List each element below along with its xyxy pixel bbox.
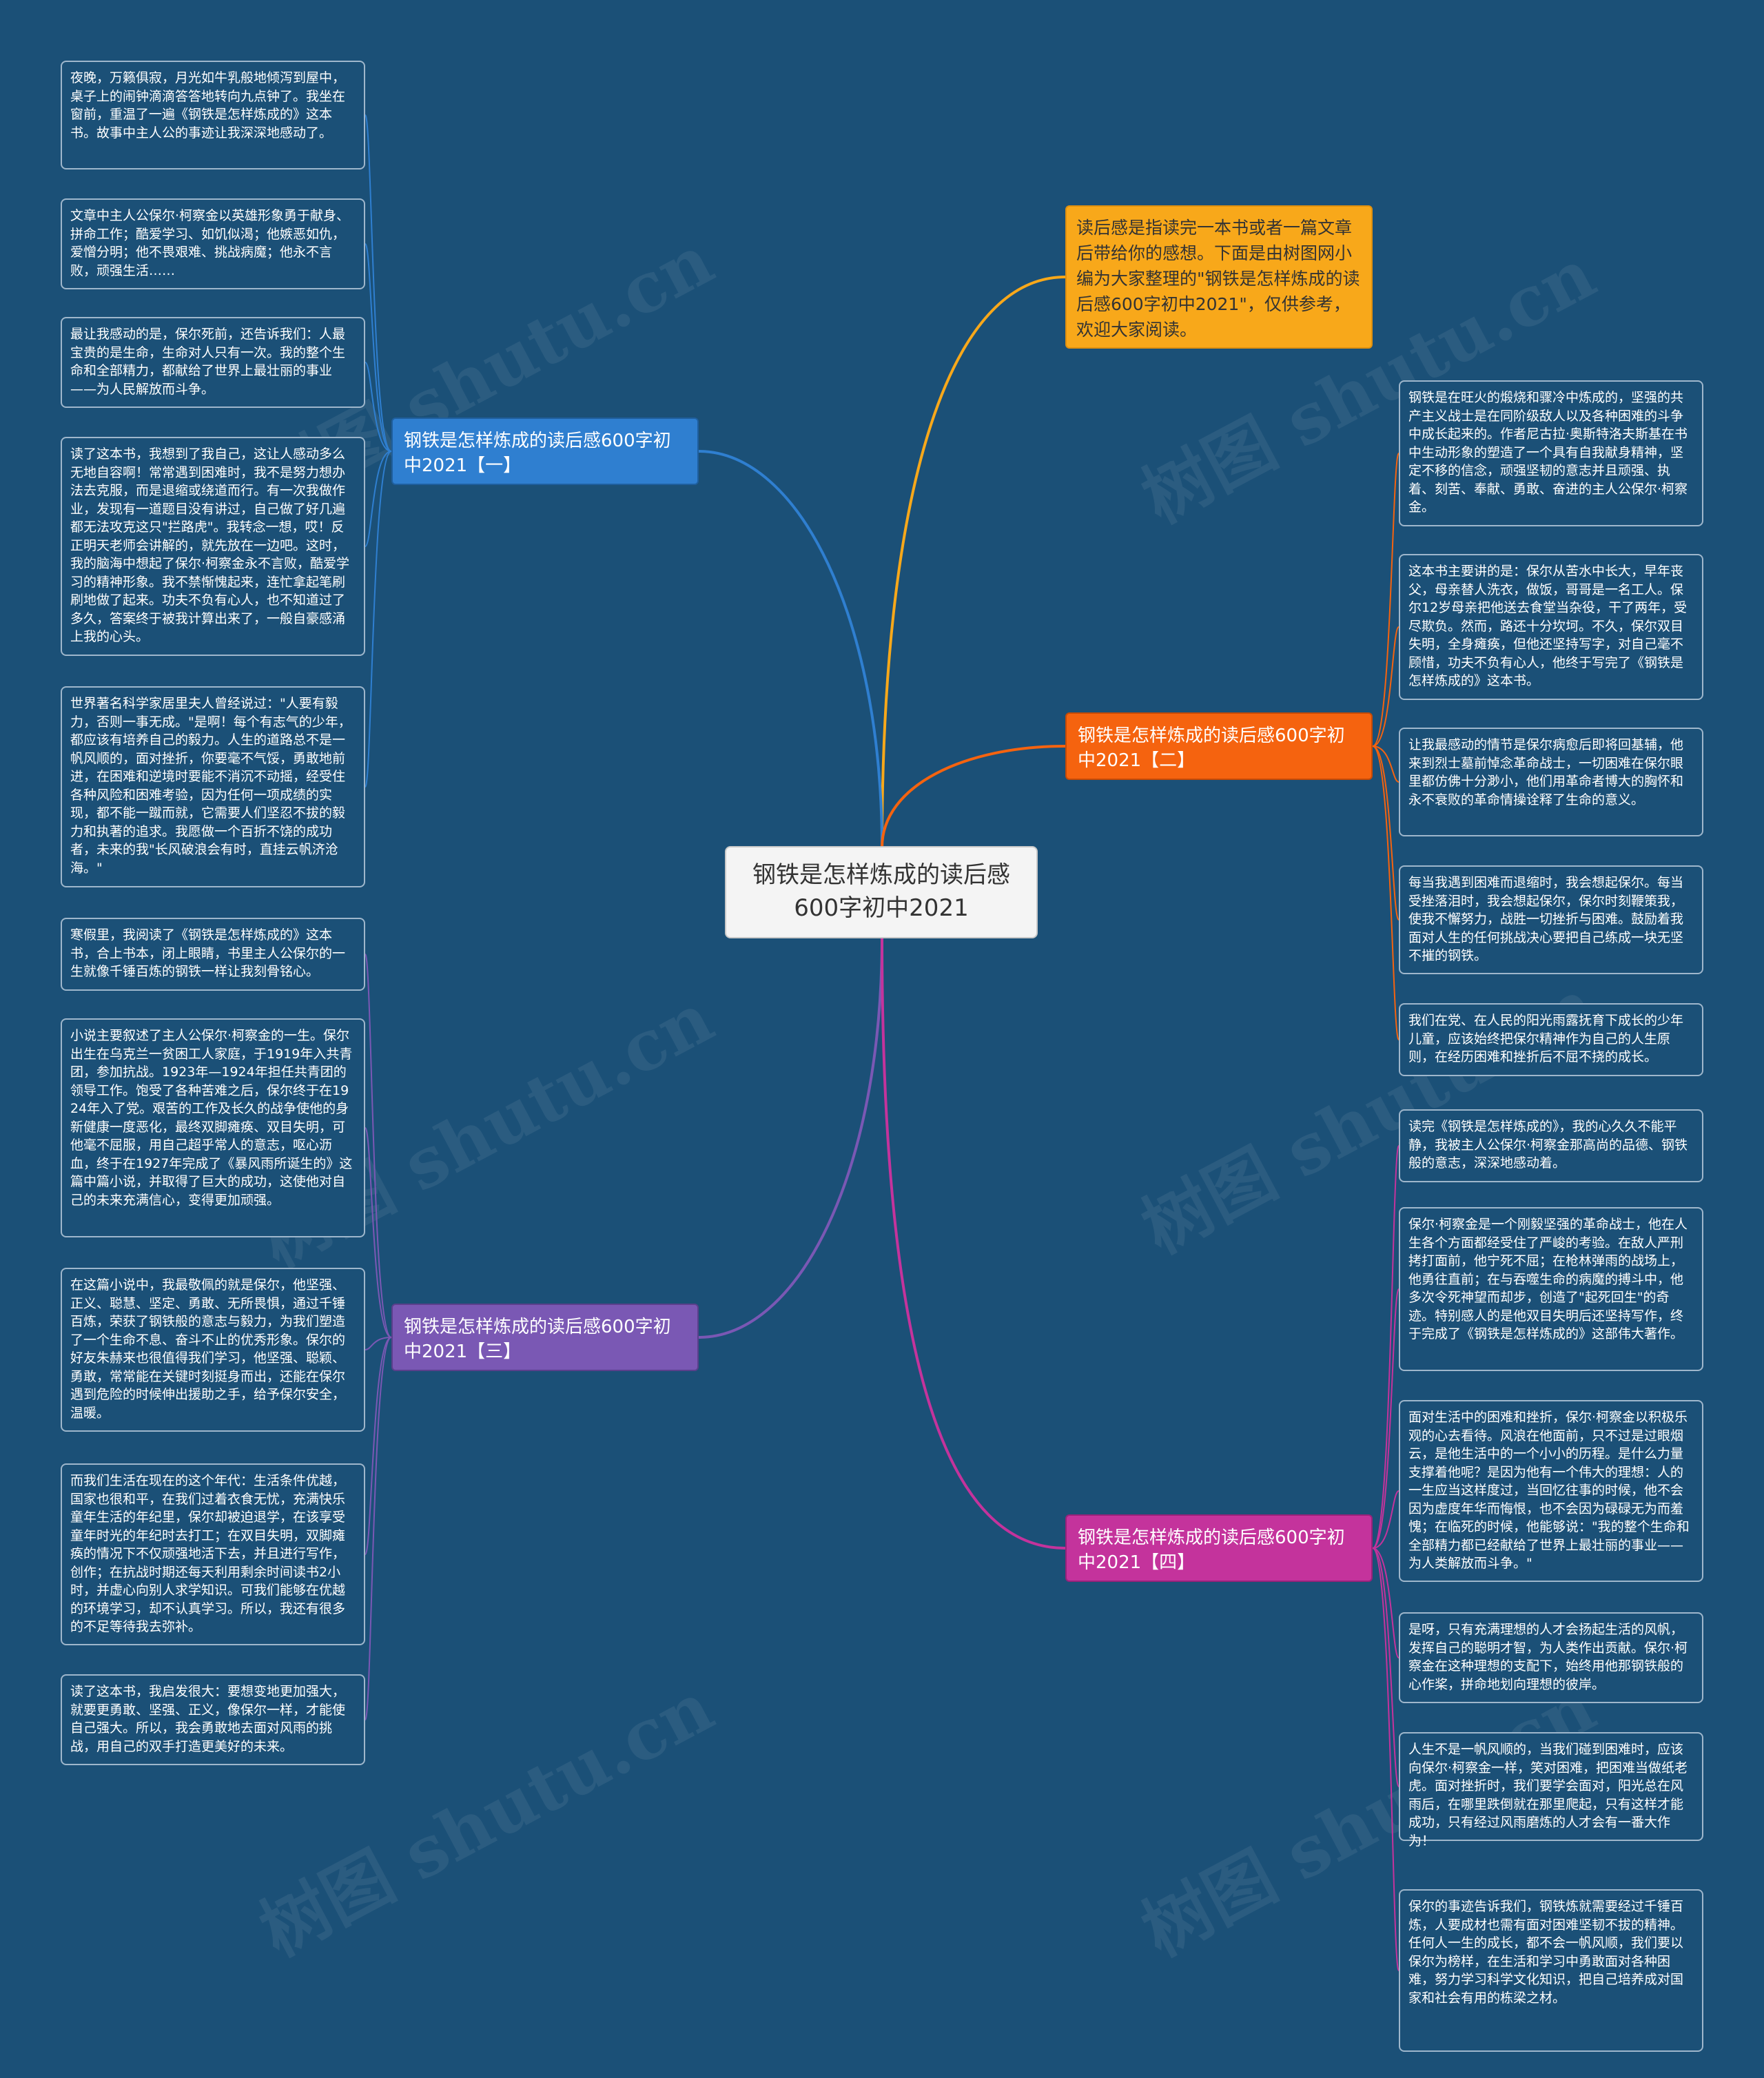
branch-1-topic[interactable]: 钢铁是怎样炼成的读后感600字初中2021【一】 [391, 418, 699, 485]
connector-branch-1-leaf-5 [365, 451, 392, 788]
branch-2-leaf-4[interactable]: 每当我遇到困难而退缩时，我会想起保尔。每当受挫落泪时，我会想起保尔，保尔时刻鞭策… [1399, 865, 1703, 974]
branch-1-leaf-1[interactable]: 夜晚，万籁俱寂，月光如牛乳般地倾泻到屋中，桌子上的闹钟滴滴答答地转向九点钟了。我… [61, 61, 365, 169]
branch-2-leaf-1[interactable]: 钢铁是在旺火的煅烧和骤冷中炼成的，坚强的共产主义战士是在同阶级敌人以及各种困难的… [1399, 380, 1703, 526]
leaf-text: 而我们生活在现在的这个年代：生活条件优越，国家也很和平，在我们过着衣食无忧，充满… [70, 1473, 346, 1634]
leaf-text: 世界著名科学家居里夫人曾经说过："人要有毅力，否则一事无成。"是啊！每个有志气的… [70, 696, 351, 876]
connector-branch-3-leaf-2 [365, 1127, 392, 1338]
connector-branch-1-leaf-4 [365, 451, 392, 547]
branch-3-topic[interactable]: 钢铁是怎样炼成的读后感600字初中2021【三】 [391, 1304, 699, 1371]
branch-4-leaf-5[interactable]: 人生不是一帆风顺的，当我们碰到困难时，应该向保尔·柯察金一样，笑对困难，把困难当… [1399, 1732, 1703, 1849]
branch-4-leaf-3[interactable]: 面对生活中的困难和挫折，保尔·柯察金以积极乐观的心去看待。风浪在他面前，只不过是… [1399, 1400, 1703, 1582]
leaf-text: 保尔·柯察金是一个刚毅坚强的革命战士，他在人生各个方面都经受住了严峻的考验。在敌… [1408, 1217, 1688, 1341]
intro-text: 读后感是指读完一本书或者一篇文章后带给你的感想。下面是由树图网小编为大家整理的"… [1076, 218, 1360, 340]
leaf-text: 读了这本书，我想到了我自己，这让人感动多么无地自容啊！常常遇到困难时，我不是努力… [70, 446, 350, 644]
branch-4-topic[interactable]: 钢铁是怎样炼成的读后感600字初中2021【四】 [1065, 1514, 1373, 1582]
leaf-text: 最让我感动的是，保尔死前，还告诉我们：人最宝贵的是生命，生命对人只有一次。我的整… [70, 327, 346, 397]
connector-branch-4-leaf-3 [1372, 1490, 1399, 1549]
branch-3-leaf-1[interactable]: 寒假里，我阅读了《钢铁是怎样炼成的》这本书，合上书本，闭上眼睛，书里主人公保尔的… [61, 918, 365, 991]
branch-3-leaf-5[interactable]: 读了这本书，我启发很大：要想变地更加强大，就要更勇敢、坚强、正义，像保尔一样，才… [61, 1674, 365, 1765]
branch-4-leaf-1[interactable]: 读完《钢铁是怎样炼成的》，我的心久久不能平静，我被主人公保尔·柯察金那高尚的品德… [1399, 1109, 1703, 1182]
leaf-text: 夜晚，万籁俱寂，月光如牛乳般地倾泻到屋中，桌子上的闹钟滴滴答答地转向九点钟了。我… [70, 70, 346, 141]
leaf-text: 读完《钢铁是怎样炼成的》，我的心久久不能平静，我被主人公保尔·柯察金那高尚的品德… [1408, 1119, 1688, 1171]
connector-branch-3-leaf-1 [365, 954, 392, 1338]
branch-3-label: 钢铁是怎样炼成的读后感600字初中2021【三】 [404, 1317, 671, 1362]
connector-branch-4-leaf-5 [1372, 1547, 1399, 1787]
connector-branch-2-leaf-3 [1372, 745, 1399, 783]
branch-2-topic[interactable]: 钢铁是怎样炼成的读后感600字初中2021【二】 [1065, 712, 1373, 780]
leaf-text: 小说主要叙述了主人公保尔·柯察金的一生。保尔出生在乌克兰一贫困工人家庭，于191… [70, 1028, 353, 1208]
connector-branch-3-leaf-3 [365, 1337, 392, 1350]
branch-3-leaf-3[interactable]: 在这篇小说中，我最敬佩的就是保尔，他坚强、正义、聪慧、坚定、勇敢、无所畏惧，通过… [61, 1268, 365, 1432]
branch-1-leaf-5[interactable]: 世界著名科学家居里夫人曾经说过："人要有毅力，否则一事无成。"是啊！每个有志气的… [61, 686, 365, 887]
leaf-text: 人生不是一帆风顺的，当我们碰到困难时，应该向保尔·柯察金一样，笑对困难，把困难当… [1408, 1742, 1688, 1849]
leaf-text: 是呀，只有充满理想的人才会扬起生活的风帆，发挥自己的聪明才智，为人类作出贡献。保… [1408, 1622, 1688, 1692]
leaf-text: 这本书主要讲的是：保尔从苦水中长大，早年丧父，母亲替人洗衣，做饭，哥哥是一名工人… [1408, 564, 1688, 688]
leaf-text: 每当我遇到困难而退缩时，我会想起保尔。每当受挫落泪时，我会想起保尔，保尔时刻鞭策… [1408, 875, 1684, 963]
connector-intro [881, 276, 1066, 848]
connector-branch-4 [881, 936, 1066, 1550]
leaf-text: 在这篇小说中，我最敬佩的就是保尔，他坚强、正义、聪慧、坚定、勇敢、无所畏惧，通过… [70, 1277, 346, 1421]
branch-3-leaf-2[interactable]: 小说主要叙述了主人公保尔·柯察金的一生。保尔出生在乌克兰一贫困工人家庭，于191… [61, 1018, 365, 1237]
leaf-text: 读了这本书，我启发很大：要想变地更加强大，就要更勇敢、坚强、正义，像保尔一样，才… [70, 1684, 346, 1754]
branch-4-leaf-4[interactable]: 是呀，只有充满理想的人才会扬起生活的风帆，发挥自己的聪明才智，为人类作出贡献。保… [1399, 1612, 1703, 1703]
connector-branch-3-leaf-4 [365, 1337, 392, 1555]
connector-branch-2 [881, 745, 1066, 848]
branch-2-leaf-5[interactable]: 我们在党、在人民的阳光雨露抚育下成长的少年儿童，应该始终把保尔精神作为自己的人生… [1399, 1003, 1703, 1076]
connector-branch-2-leaf-1 [1372, 453, 1399, 747]
leaf-text: 面对生活中的困难和挫折，保尔·柯察金以积极乐观的心去看待。风浪在他面前，只不过是… [1408, 1410, 1690, 1571]
branch-4-leaf-2[interactable]: 保尔·柯察金是一个刚毅坚强的革命战士，他在人生各个方面都经受住了严峻的考验。在敌… [1399, 1207, 1703, 1371]
connector-branch-3-leaf-5 [365, 1337, 392, 1720]
branch-1-leaf-2[interactable]: 文章中主人公保尔·柯察金以英雄形象勇于献身、拼命工作；酷爱学习、如饥似渴；他嫉恶… [61, 198, 365, 289]
branch-2-label: 钢铁是怎样炼成的读后感600字初中2021【二】 [1078, 726, 1345, 771]
connector-branch-3 [698, 936, 883, 1339]
leaf-text: 文章中主人公保尔·柯察金以英雄形象勇于献身、拼命工作；酷爱学习、如饥似渴；他嫉恶… [70, 208, 350, 278]
connector-branch-4-leaf-6 [1372, 1547, 1399, 1971]
branch-2-leaf-3[interactable]: 让我最感动的情节是保尔病愈后即将回基辅，他来到烈士墓前悼念革命战士，一切困难在保… [1399, 728, 1703, 836]
leaf-text: 钢铁是在旺火的煅烧和骤冷中炼成的，坚强的共产主义战士是在同阶级敌人以及各种困难的… [1408, 390, 1688, 515]
leaf-text: 保尔的事迹告诉我们，钢铁炼就需要经过千锤百炼，人要成材也需有面对困难坚韧不拔的精… [1408, 1899, 1684, 2006]
branch-4-label: 钢铁是怎样炼成的读后感600字初中2021【四】 [1078, 1527, 1345, 1573]
leaf-text: 寒假里，我阅读了《钢铁是怎样炼成的》这本书，合上书本，闭上眼睛，书里主人公保尔的… [70, 927, 346, 979]
leaf-text: 我们在党、在人民的阳光雨露抚育下成长的少年儿童，应该始终把保尔精神作为自己的人生… [1408, 1013, 1684, 1064]
branch-3-leaf-4[interactable]: 而我们生活在现在的这个年代：生活条件优越，国家也很和平，在我们过着衣食无忧，充满… [61, 1463, 365, 1645]
branch-1-leaf-4[interactable]: 读了这本书，我想到了我自己，这让人感动多么无地自容啊！常常遇到困难时，我不是努力… [61, 437, 365, 656]
connector-branch-2-leaf-5 [1372, 745, 1399, 1040]
intro-node[interactable]: 读后感是指读完一本书或者一篇文章后带给你的感想。下面是由树图网小编为大家整理的"… [1065, 205, 1373, 349]
leaf-text: 让我最感动的情节是保尔病愈后即将回基辅，他来到烈士墓前悼念革命战士，一切困难在保… [1408, 737, 1684, 807]
connector-branch-4-leaf-4 [1372, 1547, 1399, 1658]
connector-branch-1-leaf-3 [365, 362, 392, 452]
connector-branch-1-leaf-2 [365, 243, 392, 452]
branch-1-label: 钢铁是怎样炼成的读后感600字初中2021【一】 [404, 431, 671, 476]
branch-4-leaf-6[interactable]: 保尔的事迹告诉我们，钢铁炼就需要经过千锤百炼，人要成材也需有面对困难坚韧不拔的精… [1399, 1889, 1703, 2052]
connector-branch-1 [698, 450, 883, 848]
root-topic[interactable]: 钢铁是怎样炼成的读后感600字初中2021 [725, 846, 1038, 938]
connector-branch-4-leaf-2 [1372, 1288, 1399, 1549]
root-topic-label: 钢铁是怎样炼成的读后感600字初中2021 [752, 861, 1010, 922]
connector-branch-2-leaf-4 [1372, 745, 1399, 920]
connector-branch-4-leaf-1 [1372, 1145, 1399, 1549]
branch-2-leaf-2[interactable]: 这本书主要讲的是：保尔从苦水中长大，早年丧父，母亲替人洗衣，做饭，哥哥是一名工人… [1399, 554, 1703, 700]
connector-branch-2-leaf-2 [1372, 626, 1399, 747]
branch-1-leaf-3[interactable]: 最让我感动的是，保尔死前，还告诉我们：人最宝贵的是生命，生命对人只有一次。我的整… [61, 317, 365, 408]
connector-branch-1-leaf-1 [365, 114, 392, 452]
